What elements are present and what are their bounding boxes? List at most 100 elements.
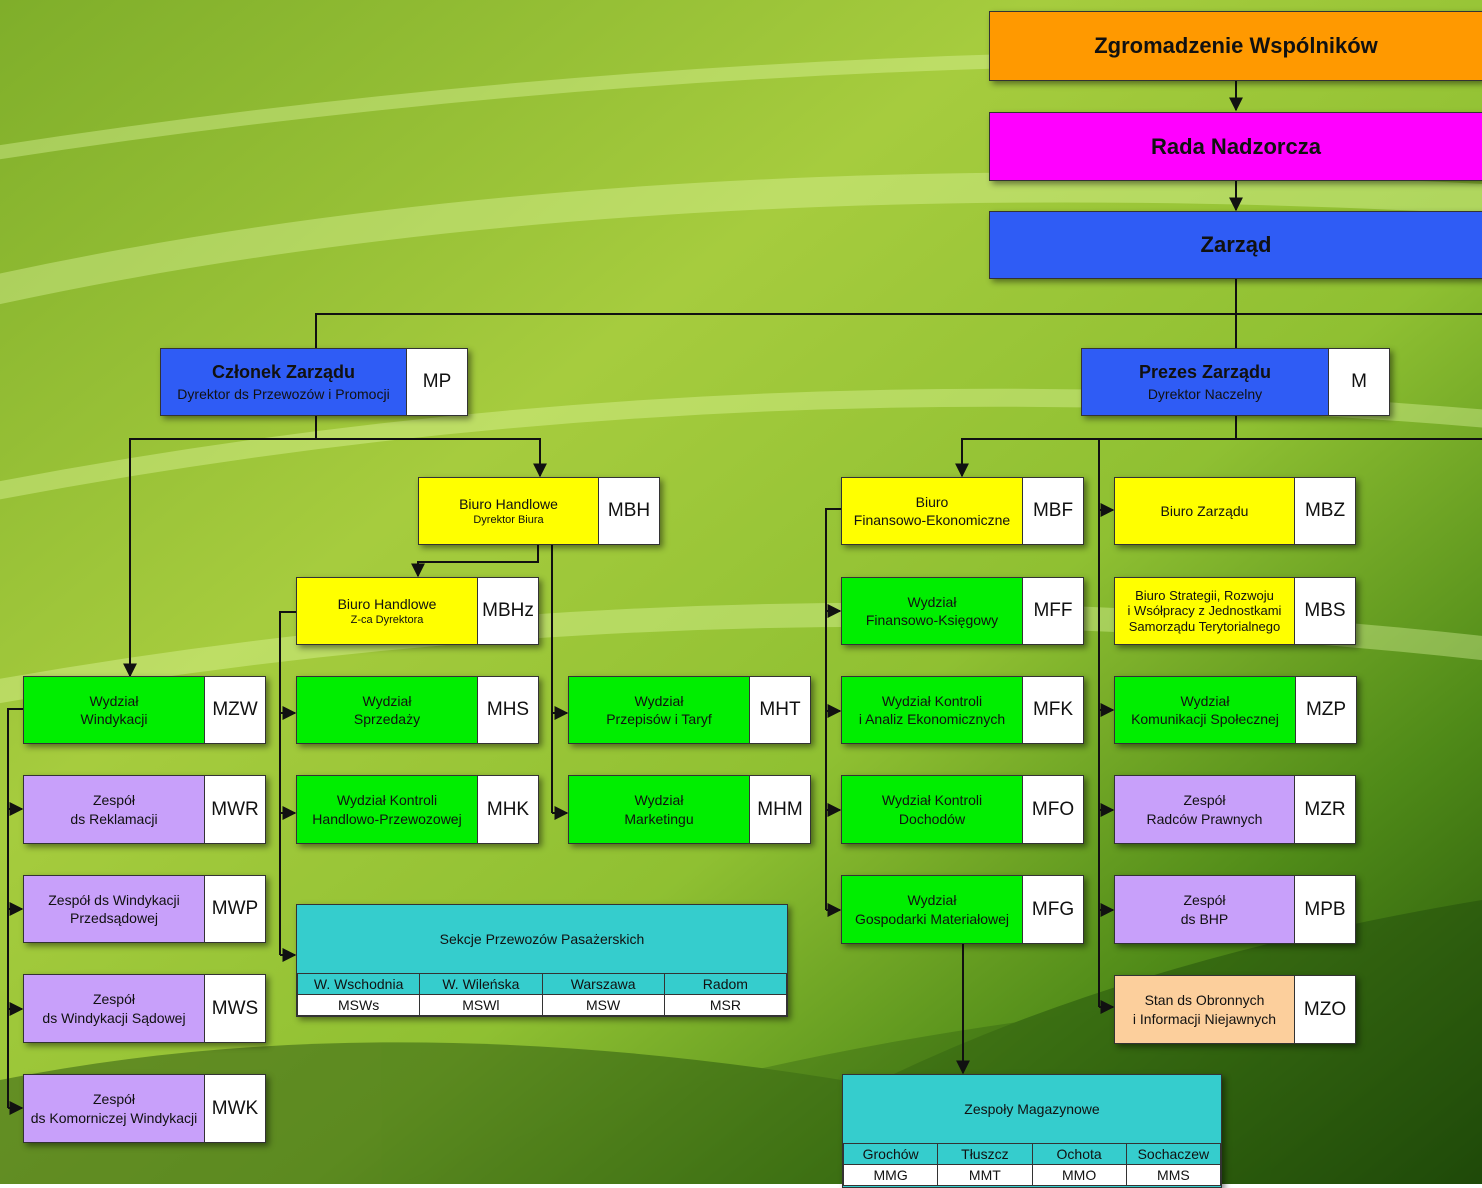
unit-mzo: Stan ds Obronnych i Informacji Niejawnyc… [1114, 975, 1356, 1044]
warehouse-code: MMT [937, 1164, 1033, 1186]
unit-mbhz-sub: Z-ca Dyrektora [350, 613, 424, 626]
passenger-sections-title: Sekcje Przewozów Pasażerskich [439, 931, 645, 947]
unit-mwk-name: Zespół ds Komorniczej Windykacji [30, 1091, 198, 1126]
unit-mbs-code: MBS [1294, 578, 1355, 644]
unit-mws-code: MWS [204, 975, 265, 1042]
supervisory-board-box: Rada Nadzorcza [989, 112, 1482, 181]
section-name: Radom [663, 973, 788, 995]
unit-mbhz-name: Biuro Handlowe [337, 595, 437, 612]
management-board-box: Zarząd [989, 211, 1482, 279]
section-code: MSWs [296, 994, 421, 1016]
unit-mzr: Zespół Radców Prawnych MZR [1114, 775, 1356, 844]
unit-mbf-name: Biuro Finansowo-Ekonomiczne [853, 493, 1011, 528]
president-box: Prezes Zarządu Dyrektor Naczelny M [1081, 348, 1390, 416]
unit-mzo-code: MZO [1294, 976, 1355, 1043]
unit-mzw-name: Wydział Windykacji [80, 692, 148, 727]
warehouse-code: MMS [1125, 1164, 1222, 1186]
unit-mbf: Biuro Finansowo-Ekonomiczne MBF [841, 477, 1084, 545]
unit-mhk-code: MHK [477, 776, 538, 843]
unit-mwr-name: Zespół ds Reklamacji [70, 792, 158, 827]
warehouse-name: Tłuszcz [937, 1143, 1033, 1165]
unit-mhm-code: MHM [749, 776, 810, 843]
warehouse-teams-table: Grochów Tłuszcz Ochota Sochaczew MMG MMT… [842, 1143, 1222, 1186]
unit-mfg-name: Wydział Gospodarki Materiałowej [854, 892, 1010, 927]
unit-mhs: Wydział Sprzedaży MHS [296, 676, 539, 744]
unit-mff-code: MFF [1022, 578, 1083, 644]
unit-mbs: Biuro Strategii, Rozwoju i Wsółpracy z J… [1114, 577, 1356, 645]
unit-mzr-code: MZR [1294, 776, 1355, 843]
unit-mwr-code: MWR [204, 776, 265, 843]
unit-mws-name: Zespół ds Windykacji Sądowej [42, 991, 186, 1026]
unit-mpb: Zespół ds BHP MPB [1114, 875, 1356, 944]
warehouse-code: MMG [842, 1164, 939, 1186]
section-code: MSR [663, 994, 788, 1016]
passenger-sections-table: W. Wschodnia W. Wileńska Warszawa Radom … [296, 973, 788, 1016]
unit-mbz-code: MBZ [1294, 478, 1355, 544]
unit-mzo-name: Stan ds Obronnych i Informacji Niejawnyc… [1132, 992, 1277, 1027]
unit-mhs-name: Wydział Sprzedaży [353, 692, 421, 727]
unit-mzw: Wydział Windykacji MZW [23, 676, 266, 744]
unit-mht: Wydział Przepisów i Taryf MHT [568, 676, 811, 744]
board-member-box: Członek Zarządu Dyrektor ds Przewozów i … [160, 348, 468, 416]
warehouse-code: MMO [1031, 1164, 1127, 1186]
unit-mfk-code: MFK [1022, 677, 1083, 743]
unit-mbhz: Biuro Handlowe Z-ca Dyrektora MBHz [296, 577, 539, 645]
unit-mbf-code: MBF [1022, 478, 1083, 544]
board-member-title: Członek Zarządu [211, 362, 356, 383]
unit-mbhz-code: MBHz [477, 578, 538, 644]
unit-mbz-name: Biuro Zarządu [1160, 502, 1249, 519]
unit-mzp-name: Wydział Komunikacji Społecznej [1131, 692, 1279, 727]
unit-mzp-code: MZP [1295, 677, 1356, 743]
unit-mwk: Zespół ds Komorniczej Windykacji MWK [23, 1074, 266, 1143]
passenger-sections-box: Sekcje Przewozów Pasażerskich W. Wschodn… [296, 904, 788, 1017]
unit-mzw-code: MZW [204, 677, 265, 743]
unit-mfg: Wydział Gospodarki Materiałowej MFG [841, 875, 1084, 944]
unit-mhm: Wydział Marketingu MHM [568, 775, 811, 844]
general-assembly-box: Zgromadzenie Wspólników [989, 11, 1482, 81]
unit-mbz: Biuro Zarządu MBZ [1114, 477, 1356, 545]
unit-mwr: Zespół ds Reklamacji MWR [23, 775, 266, 844]
unit-mhk: Wydział Kontroli Handlowo-Przewozowej MH… [296, 775, 539, 844]
board-member-code: MP [406, 349, 467, 415]
unit-mht-name: Wydział Przepisów i Taryf [606, 692, 712, 727]
unit-mwp: Zespół ds Windykacji Przedsądowej MWP [23, 875, 266, 943]
unit-mfk: Wydział Kontroli i Analiz Ekonomicznych … [841, 676, 1084, 744]
president-subtitle: Dyrektor Naczelny [1147, 385, 1263, 402]
president-title: Prezes Zarządu [1138, 362, 1272, 383]
board-member-subtitle: Dyrektor ds Przewozów i Promocji [177, 385, 390, 402]
unit-mbh-name: Biuro Handlowe [459, 495, 558, 512]
unit-mpb-name: Zespół ds BHP [1180, 892, 1229, 927]
president-code: M [1328, 349, 1389, 415]
unit-mwp-code: MWP [204, 876, 265, 942]
unit-mfo: Wydział Kontroli Dochodów MFO [841, 775, 1084, 844]
unit-mfk-name: Wydział Kontroli i Analiz Ekonomicznych [858, 692, 1006, 727]
section-name: W. Wschodnia [296, 973, 421, 995]
unit-mbh-code: MBH [598, 478, 659, 544]
unit-mwp-name: Zespół ds Windykacji Przedsądowej [48, 891, 180, 926]
unit-mpb-code: MPB [1294, 876, 1355, 943]
unit-mhk-name: Wydział Kontroli Handlowo-Przewozowej [312, 792, 462, 827]
unit-mht-code: MHT [749, 677, 810, 743]
unit-mwk-code: MWK [204, 1075, 265, 1142]
warehouse-name: Ochota [1031, 1143, 1127, 1165]
warehouse-name: Sochaczew [1125, 1143, 1222, 1165]
unit-mzr-name: Zespół Radców Prawnych [1146, 792, 1263, 827]
unit-mbh: Biuro Handlowe Dyrektor Biura MBH [418, 477, 660, 545]
unit-mhm-name: Wydział Marketingu [624, 792, 694, 827]
warehouse-teams-title: Zespoły Magazynowe [964, 1101, 1100, 1117]
unit-mhs-code: MHS [477, 677, 538, 743]
unit-mfg-code: MFG [1022, 876, 1083, 943]
unit-mfo-code: MFO [1022, 776, 1083, 843]
section-name: W. Wileńska [419, 973, 543, 995]
section-code: MSWl [419, 994, 543, 1016]
section-name: Warszawa [541, 973, 665, 995]
unit-mzp: Wydział Komunikacji Społecznej MZP [1114, 676, 1357, 744]
warehouse-name: Grochów [842, 1143, 939, 1165]
section-code: MSW [541, 994, 665, 1016]
unit-mff: Wydział Finansowo-Księgowy MFF [841, 577, 1084, 645]
unit-mff-name: Wydział Finansowo-Księgowy [865, 593, 999, 628]
unit-mbh-sub: Dyrektor Biura [473, 513, 544, 526]
unit-mws: Zespół ds Windykacji Sądowej MWS [23, 974, 266, 1043]
unit-mbs-name: Biuro Strategii, Rozwoju i Wsółpracy z J… [1127, 587, 1282, 634]
unit-mfo-name: Wydział Kontroli Dochodów [881, 792, 983, 827]
